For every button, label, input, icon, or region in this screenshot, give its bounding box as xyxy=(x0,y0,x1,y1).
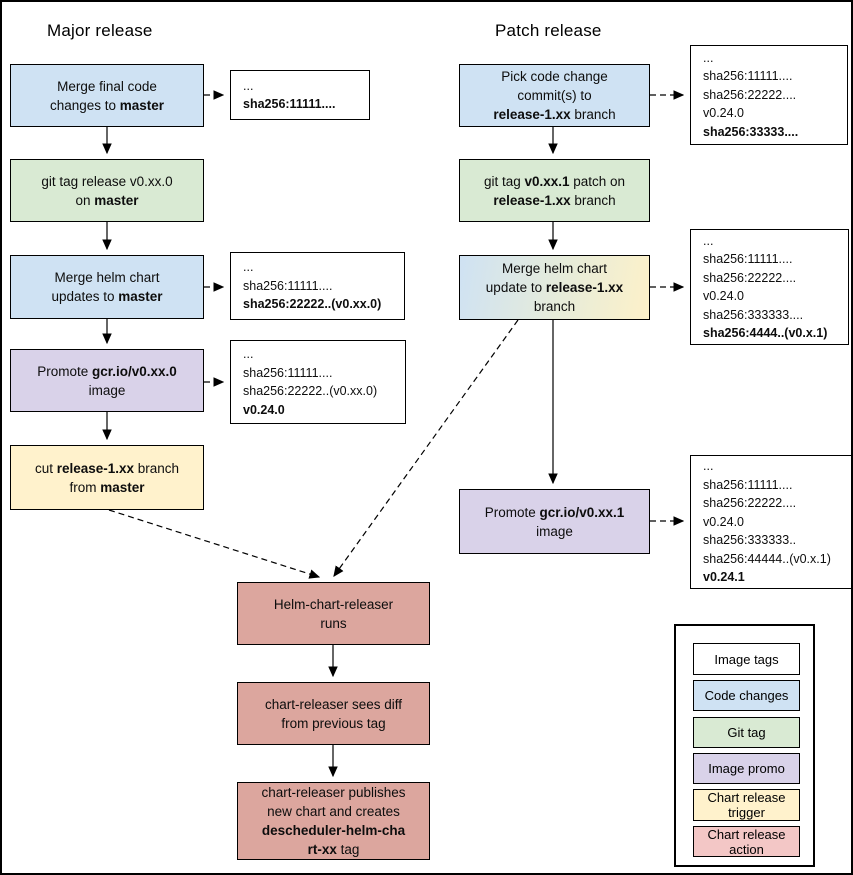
legend-item-code-changes: Code changes xyxy=(693,680,800,711)
legend-item-image-tags: Image tags xyxy=(693,643,800,675)
legend-item-chart-release-action: Chart release action xyxy=(693,826,800,857)
arrow-cutbranch-to-releaserruns xyxy=(108,509,321,579)
image-tags-box-patch-3: ...sha256:11111....sha256:22222....v0.24… xyxy=(690,455,851,589)
image-tags-box-major-2: ...sha256:11111....sha256:22222..(v0.xx.… xyxy=(230,252,405,320)
image-tags-box-patch-1: ...sha256:11111....sha256:22222....v0.24… xyxy=(690,45,848,145)
legend-item-image-promo: Image promo xyxy=(693,753,800,784)
image-tags-box-major-1: ...sha256:11111.... xyxy=(230,70,370,120)
image-tags-box-patch-2: ...sha256:11111....sha256:22222....v0.24… xyxy=(690,229,849,345)
legend: Image tags Code changes Git tag Image pr… xyxy=(674,624,815,867)
image-tags-box-major-3: ...sha256:11111....sha256:22222..(v0.xx.… xyxy=(230,340,406,424)
patch-release-heading: Patch release xyxy=(495,21,602,40)
legend-item-git-tag: Git tag xyxy=(693,717,800,748)
major-release-heading: Major release xyxy=(47,21,153,40)
legend-item-chart-release-trigger: Chart release trigger xyxy=(693,789,800,821)
